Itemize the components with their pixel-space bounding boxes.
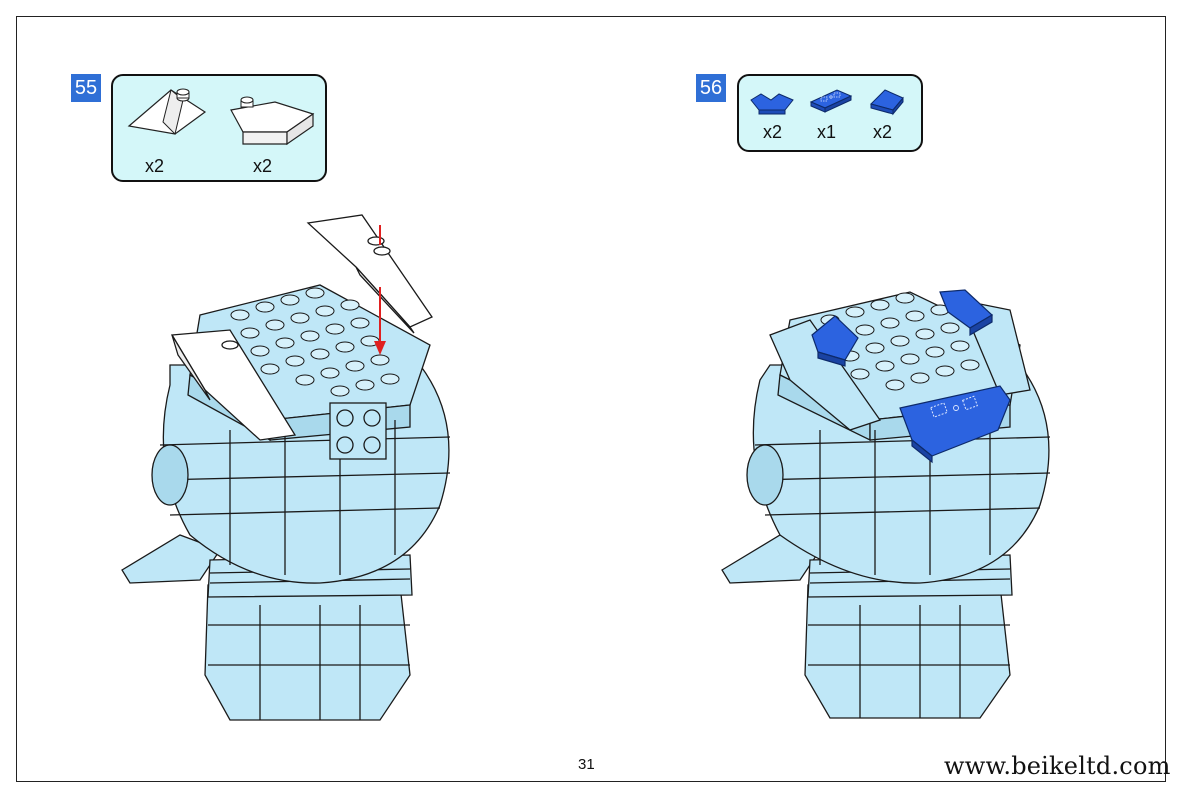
step-56-part-3-qty: x2 xyxy=(873,122,893,142)
page-frame xyxy=(16,16,1166,782)
white-curved-slope-icon xyxy=(230,96,315,146)
step-55-part-2-qty: x2 xyxy=(253,156,273,176)
blue-slope-icon xyxy=(870,89,904,116)
page-number: 31 xyxy=(578,756,595,773)
blue-printed-tile-icon xyxy=(809,89,853,113)
website-url: www.beikeltd.com xyxy=(944,752,1171,780)
step-56-model-illustration xyxy=(721,289,1051,719)
step-56-part-2-qty: x1 xyxy=(817,122,837,142)
blue-curved-slope-icon xyxy=(750,93,794,115)
step-55-number: 55 xyxy=(71,74,101,102)
step-56-parts-box: x2 x1 x2 xyxy=(737,74,923,152)
step-56-number: 56 xyxy=(696,74,726,102)
step-55-part-1-qty: x2 xyxy=(145,156,165,176)
white-wedge-slope-icon xyxy=(127,88,207,135)
step-55-parts-box: x2 x2 xyxy=(111,74,327,182)
step-55-model-illustration xyxy=(121,214,451,721)
step-56-part-1-qty: x2 xyxy=(763,122,783,142)
